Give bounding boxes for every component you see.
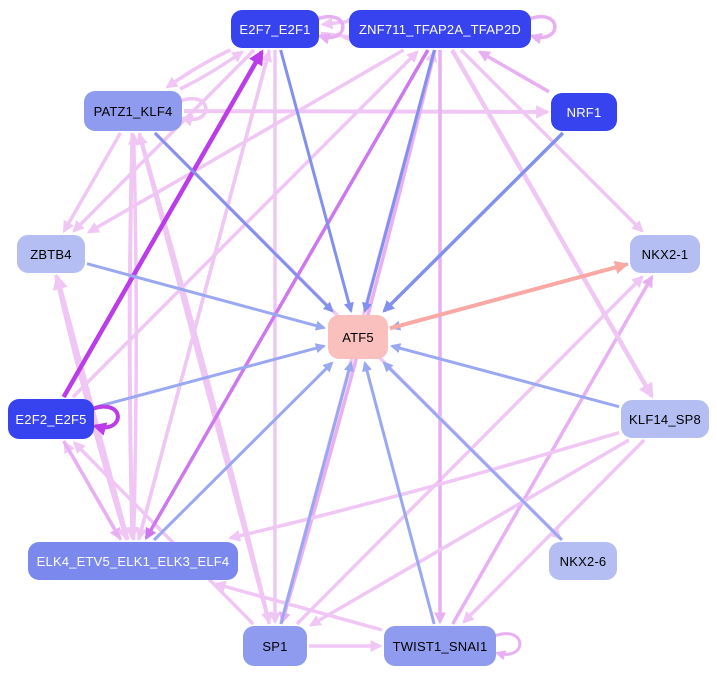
edge-ZNF711_TFAP2A_TFAP2D-ATF5[interactable] — [362, 49, 436, 313]
edge-SP1-NKX2-1[interactable] — [295, 275, 644, 626]
self-loop-E2F2_E2F5[interactable] — [91, 404, 120, 436]
node-ZNF711_TFAP2A_TFAP2D[interactable]: ZNF711_TFAP2A_TFAP2D — [349, 10, 531, 48]
node-label: ZNF711_TFAP2A_TFAP2D — [359, 21, 521, 37]
edge-ELK4_ETV5_ELK1_ELK3_ELF4-ATF5[interactable] — [153, 361, 334, 542]
node-PATZ1_KLF4[interactable]: PATZ1_KLF4 — [84, 91, 182, 131]
edge-PATZ1_KLF4-ZBTB4[interactable] — [62, 132, 122, 234]
node-E2F7_E2F1[interactable]: E2F7_E2F1 — [231, 10, 319, 48]
edge-NRF1-ZNF711_TFAP2A_TFAP2D[interactable] — [477, 50, 550, 94]
node-label: TWIST1_SNAI1 — [392, 638, 488, 654]
node-label: ELK4_ETV5_ELK1_ELK3_ELF4 — [36, 553, 230, 569]
edge-TWIST1_SNAI1-ATF5[interactable] — [362, 361, 436, 625]
node-label: ATF5 — [342, 329, 374, 345]
node-ELK4_ETV5_ELK1_ELK3_ELF4[interactable]: ELK4_ETV5_ELK1_ELK3_ELF4 — [28, 542, 238, 580]
edge-PATZ1_KLF4-ELK4_ETV5_ELK1_ELK3_ELF4[interactable] — [125, 132, 139, 541]
node-E2F2_E2F5[interactable]: E2F2_E2F5 — [8, 399, 94, 439]
edge-KLF14_SP8-SP1[interactable] — [308, 438, 630, 627]
edge-ZNF711_TFAP2A_TFAP2D-E2F7_E2F1[interactable] — [320, 17, 352, 30]
node-label: KLF14_SP8 — [629, 411, 701, 427]
edge-NRF1-ATF5[interactable] — [382, 131, 565, 313]
node-label: PATZ1_KLF4 — [93, 103, 173, 119]
node-TWIST1_SNAI1[interactable]: TWIST1_SNAI1 — [384, 626, 496, 666]
node-NKX2-6[interactable]: NKX2-6 — [549, 542, 617, 580]
self-loop-E2F7_E2F1[interactable] — [316, 15, 345, 45]
edge-ZBTB4-ATF5[interactable] — [86, 262, 326, 331]
edge-NKX2-6-ATF5[interactable] — [382, 361, 563, 542]
edge-KLF14_SP8-ATF5[interactable] — [390, 343, 620, 409]
node-NKX2-1[interactable]: NKX2-1 — [630, 235, 700, 273]
node-label: NRF1 — [566, 104, 602, 120]
edge-PATZ1_KLF4-ATF5[interactable] — [153, 131, 334, 313]
node-label: ZBTB4 — [30, 246, 72, 262]
node-SP1[interactable]: SP1 — [243, 626, 307, 666]
edge-ELK4_ETV5_ELK1_ELK3_ELF4-PATZ1_KLF4[interactable] — [127, 132, 140, 541]
node-ZBTB4[interactable]: ZBTB4 — [17, 235, 85, 273]
node-label: NKX2-6 — [559, 553, 607, 569]
node-label: E2F2_E2F5 — [15, 411, 87, 427]
edge-SP1-ATF5[interactable] — [279, 361, 354, 625]
edge-SP1-E2F2_E2F5[interactable] — [73, 441, 255, 626]
node-label: SP1 — [262, 638, 288, 654]
node-label: NKX2-1 — [641, 246, 689, 262]
node-ATF5[interactable]: ATF5 — [328, 315, 388, 359]
edge-ATF5-NKX2-1[interactable] — [389, 260, 629, 331]
node-label: E2F7_E2F1 — [239, 21, 311, 37]
edge-E2F2_E2F5-ATF5[interactable] — [95, 343, 326, 409]
edge-ZNF711_TFAP2A_TFAP2D-NKX2-1[interactable] — [459, 48, 644, 233]
edge-E2F7_E2F1-PATZ1_KLF4[interactable] — [165, 48, 231, 89]
edge-PATZ1_KLF4-NRF1[interactable] — [183, 105, 550, 119]
edge-ZNF711_TFAP2A_TFAP2D-KLF14_SP8[interactable] — [450, 48, 654, 399]
self-loop-ZNF711_TFAP2A_TFAP2D[interactable] — [528, 15, 557, 45]
self-loop-PATZ1_KLF4[interactable] — [179, 97, 208, 127]
edge-E2F2_E2F5-E2F7_E2F1[interactable] — [61, 49, 264, 399]
edge-TWIST1_SNAI1-ELK4_ETV5_ELK1_ELK3_ELF4[interactable] — [213, 580, 383, 632]
node-NRF1[interactable]: NRF1 — [551, 93, 617, 131]
edge-ZNF711_TFAP2A_TFAP2D-ELK4_ETV5_ELK1_ELK3_ELF4[interactable] — [144, 49, 430, 541]
edge-PATZ1_KLF4-E2F7_E2F1[interactable] — [179, 50, 244, 91]
node-KLF14_SP8[interactable]: KLF14_SP8 — [621, 400, 709, 438]
self-loop-TWIST1_SNAI1[interactable] — [493, 632, 522, 661]
edge-E2F7_E2F1-ATF5[interactable] — [279, 49, 354, 313]
edge-E2F2_E2F5-ELK4_ETV5_ELK1_ELK3_ELF4[interactable] — [62, 440, 122, 541]
edge-KLF14_SP8-ELK4_ETV5_ELK1_ELK3_ELF4[interactable] — [228, 431, 620, 542]
